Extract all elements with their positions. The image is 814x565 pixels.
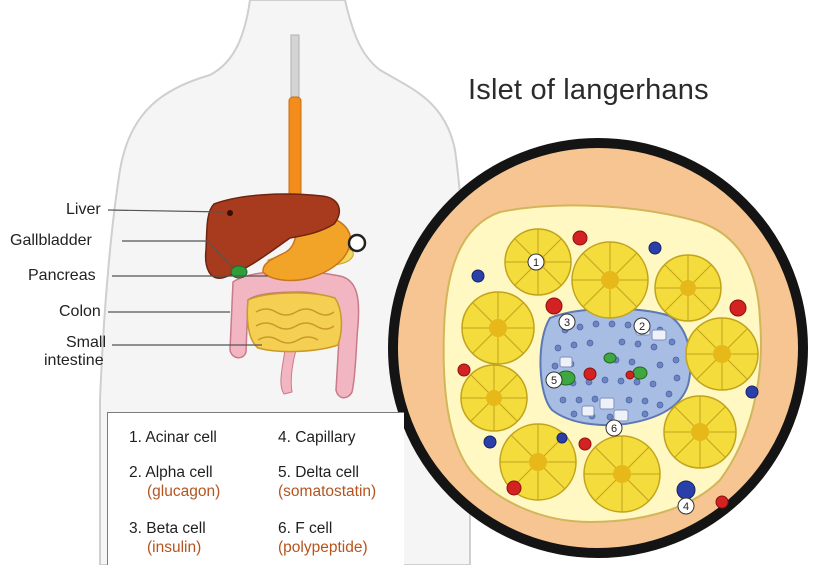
svg-text:1: 1	[533, 257, 539, 269]
legend-item-f-cell: 6. F cell (polypeptide)	[278, 519, 368, 557]
acinar-cluster-6	[461, 365, 527, 431]
marker-3: 3	[559, 314, 575, 330]
liver-dot	[227, 210, 233, 216]
small-intestine	[247, 293, 341, 352]
svg-text:3: 3	[564, 317, 570, 329]
acinar-cluster-2	[572, 242, 648, 318]
legend-item-delta: 5. Delta cell (somatostatin)	[278, 463, 376, 501]
legend-item-label: 1. Acinar cell	[129, 428, 217, 447]
label-gallbladder: Gallbladder	[10, 232, 92, 249]
marker-5: 5	[546, 372, 562, 388]
svg-text:2: 2	[639, 321, 645, 333]
acinar-cluster-7	[664, 396, 736, 468]
label-liver: Liver	[66, 201, 101, 218]
esophagus-tube	[291, 35, 299, 97]
marker-1: 1	[528, 254, 544, 270]
legend-item-acinar: 1. Acinar cell	[129, 428, 217, 447]
svg-text:5: 5	[551, 375, 557, 387]
acinar-cluster-4	[462, 292, 534, 364]
legend-item-label: 5. Delta cell	[278, 463, 376, 482]
label-small-intestine-line1: Small	[66, 334, 106, 351]
svg-text:6: 6	[611, 423, 617, 435]
legend-item-label: 4. Capillary	[278, 428, 356, 447]
diagram-title: Islet of langerhans	[468, 74, 709, 107]
legend-item-hormone: (somatostatin)	[278, 482, 376, 501]
label-small-intestine-line2: intestine	[44, 352, 104, 369]
acinar-cluster-9	[584, 436, 660, 512]
legend-item-label: 6. F cell	[278, 519, 368, 538]
label-pancreas: Pancreas	[28, 267, 96, 284]
legend-item-alpha: 2. Alpha cell (glucagon)	[129, 463, 220, 501]
svg-text:4: 4	[683, 501, 689, 513]
legend-item-label: 3. Beta cell	[129, 519, 206, 538]
legend-item-label: 2. Alpha cell	[129, 463, 220, 482]
legend-item-hormone: (polypeptide)	[278, 538, 368, 557]
legend-item-capillary: 4. Capillary	[278, 428, 356, 447]
pancreas-highlight-ring	[349, 235, 365, 251]
legend-item-hormone: (glucagon)	[147, 482, 220, 501]
marker-2: 2	[634, 318, 650, 334]
legend-item-beta: 3. Beta cell (insulin)	[129, 519, 206, 557]
marker-6: 6	[606, 420, 622, 436]
legend-box: 1. Acinar cell 2. Alpha cell (glucagon) …	[107, 412, 404, 565]
label-colon: Colon	[59, 303, 101, 320]
acinar-cluster-5	[686, 318, 758, 390]
legend-item-hormone: (insulin)	[147, 538, 206, 557]
marker-4: 4	[678, 498, 694, 514]
acinar-cluster-3	[655, 255, 721, 321]
